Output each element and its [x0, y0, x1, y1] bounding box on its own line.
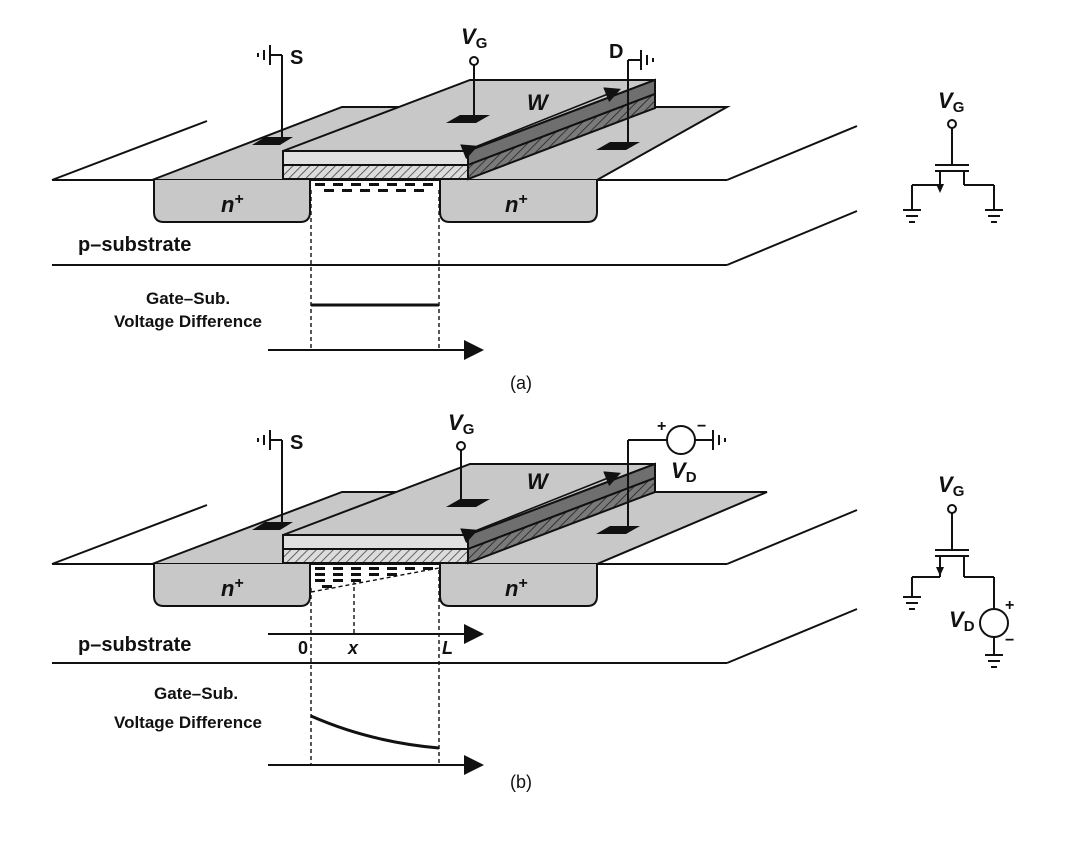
plot-label-line1: Gate–Sub. [154, 684, 238, 703]
axis-label-0: 0 [298, 638, 308, 658]
panel-a: W S VG D n+ n+ p–substrate [51, 24, 1003, 393]
width-arrow [460, 87, 621, 160]
channel-boundary [310, 567, 440, 593]
width-label: W [527, 90, 550, 115]
nmos-symbol-a [903, 119, 1003, 223]
source-n-plus-label: n+ [221, 575, 244, 601]
width-label: W [527, 469, 550, 494]
substrate-label: p–substrate [78, 234, 191, 256]
projection-lines [310, 570, 440, 765]
drain-n-plus-region [439, 180, 598, 223]
symbol-gate-label-a: VG [938, 88, 964, 116]
panel-b: W S VG + − VD n+ n+ p–substrate [51, 410, 1014, 792]
voltage-difference-curve [310, 714, 440, 750]
gate-label: VG [448, 410, 474, 438]
plot-label-line2: Voltage Difference [114, 713, 262, 732]
source-n-plus-region [153, 564, 311, 607]
drain-terminal [627, 50, 654, 146]
axis-label-x: x [347, 638, 359, 658]
symbol-gate-label-b: VG [938, 472, 964, 500]
drain-n-plus-label: n+ [505, 575, 528, 601]
gate-oxide-front [282, 164, 469, 180]
vd-label: VD [671, 458, 697, 486]
gate-front [282, 150, 469, 166]
width-arrow [460, 471, 621, 544]
symbol-vd-plus: + [1005, 597, 1014, 614]
source-label: S [290, 432, 303, 454]
substrate-label: p–substrate [78, 634, 191, 656]
source-arrow-b [936, 567, 944, 576]
caption-a: (a) [510, 373, 532, 393]
projection-lines [310, 190, 440, 350]
gate-terminal [469, 56, 479, 66]
gate-front [282, 534, 469, 550]
source-n-plus-label: n+ [221, 191, 244, 217]
caption-b: (b) [510, 772, 532, 792]
source-label: S [290, 47, 303, 69]
nmos-symbol-b [903, 504, 1009, 668]
vd-plus: + [657, 418, 666, 435]
source-n-plus-region [153, 180, 311, 223]
channel-charges [315, 567, 433, 588]
drain-n-plus-label: n+ [505, 191, 528, 217]
gate-label: VG [461, 24, 487, 52]
drain-label: D [609, 41, 623, 63]
plot-label-line1: Gate–Sub. [146, 289, 230, 308]
axis-label-L: L [442, 638, 453, 658]
source-arrow-a [936, 184, 944, 193]
channel-charges [315, 183, 433, 192]
vd-minus: − [697, 418, 706, 435]
gate-oxide-front [282, 548, 469, 564]
gate-terminal [456, 441, 466, 451]
drain-terminal [627, 425, 726, 530]
source-terminal [257, 430, 283, 526]
symbol-vd-minus: − [1005, 632, 1014, 649]
plot-label-line2: Voltage Difference [114, 312, 262, 331]
drain-n-plus-region [439, 564, 598, 607]
symbol-vd-label-b: VD [949, 607, 975, 635]
source-terminal [257, 45, 283, 141]
